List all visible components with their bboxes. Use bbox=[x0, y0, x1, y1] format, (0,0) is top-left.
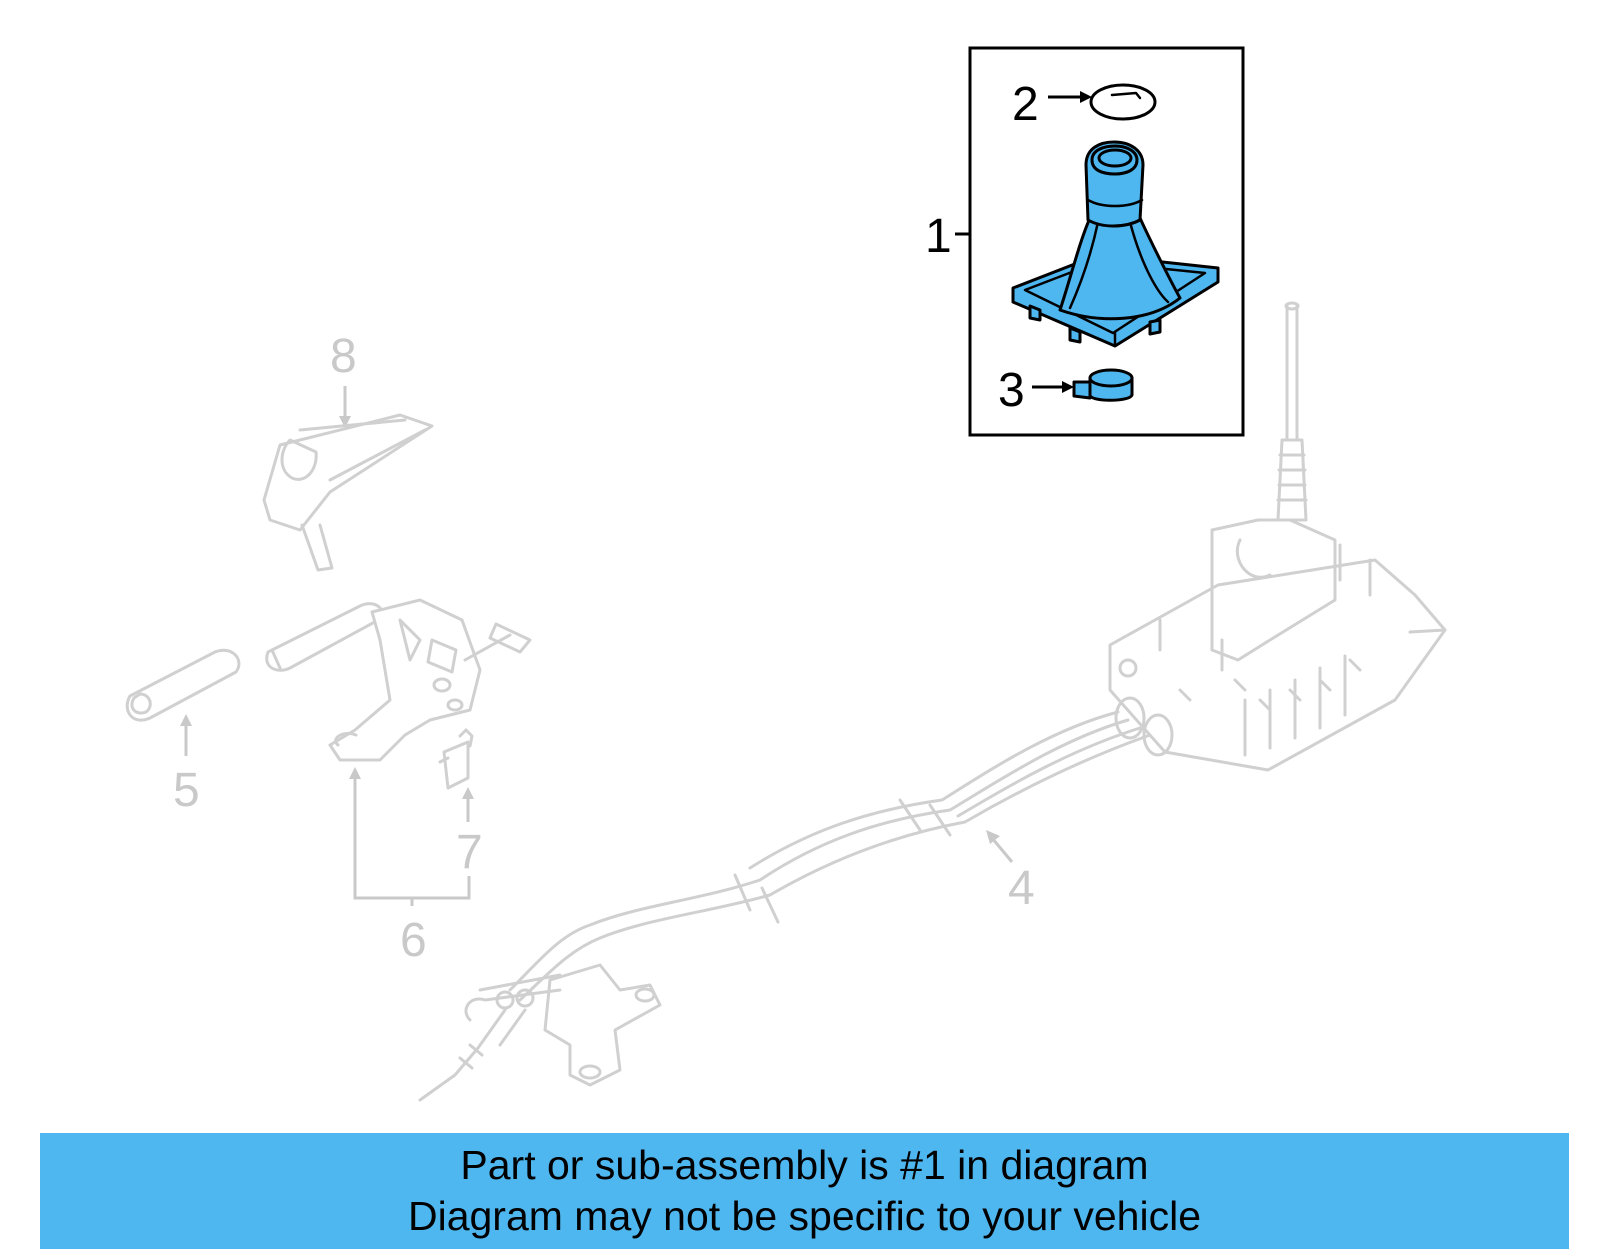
arrowhead-4 bbox=[986, 830, 1000, 844]
arrowhead-6 bbox=[349, 767, 361, 779]
arrowhead-7 bbox=[462, 787, 474, 799]
arrowhead-3 bbox=[1062, 381, 1074, 393]
shift-boot-assembly[interactable] bbox=[1011, 140, 1220, 348]
banner-line-1: Part or sub-assembly is #1 in diagram bbox=[460, 1142, 1149, 1188]
leader-6-bracket bbox=[353, 778, 471, 900]
callout-6: 6 bbox=[400, 914, 427, 967]
callout-8: 8 bbox=[330, 330, 357, 383]
arrowhead-5 bbox=[180, 714, 192, 726]
callout-7: 7 bbox=[456, 826, 483, 879]
retaining-ring-gap bbox=[1110, 91, 1142, 100]
handbrake-lever-assembly bbox=[265, 598, 532, 762]
callout-3: 3 bbox=[998, 364, 1025, 417]
callout-5: 5 bbox=[173, 764, 200, 817]
shifter-assembly bbox=[418, 301, 1447, 1102]
info-banner: Part or sub-assembly is #1 in diagram Di… bbox=[40, 1133, 1569, 1249]
callout-1[interactable]: 1 bbox=[925, 210, 952, 263]
arrowhead-2 bbox=[1080, 91, 1092, 103]
arrowhead-8 bbox=[339, 416, 351, 428]
callout-2: 2 bbox=[1012, 78, 1039, 131]
handbrake-switch bbox=[438, 728, 474, 790]
handbrake-cover bbox=[262, 413, 434, 572]
retaining-ring bbox=[1089, 83, 1157, 121]
boot-clamp bbox=[1072, 368, 1134, 402]
banner-line-2: Diagram may not be specific to your vehi… bbox=[407, 1193, 1201, 1239]
leader-4 bbox=[990, 837, 1014, 863]
highlight-inset-box bbox=[968, 46, 1245, 437]
handbrake-grip bbox=[125, 648, 241, 722]
callout-4: 4 bbox=[1008, 862, 1035, 915]
